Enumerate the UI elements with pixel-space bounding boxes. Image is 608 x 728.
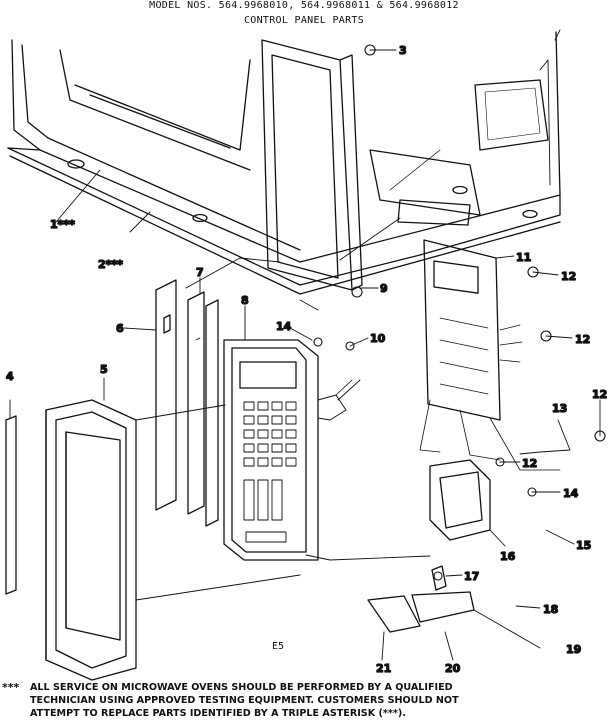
callout-16: 16 [500,550,516,563]
part-17-20-21-latch [367,565,475,633]
callout-19: 19 [566,643,581,656]
callout-4: 4 [6,370,14,383]
section-title: CONTROL PANEL PARTS [243,15,365,26]
callout-5: 5 [100,363,108,376]
model-numbers-heading: MODEL NOS. 564.9968010, 564.9968011 & 56… [149,0,459,11]
callout-12-d: 12 [522,457,537,470]
callout-15: 15 [576,539,591,552]
callout-12-c: 12 [592,388,607,401]
warning-line-3: ATTEMPT TO REPLACE PARTS IDENTIFIED BY A… [30,708,406,719]
callout-6: 6 [116,322,124,335]
callout-10: 10 [370,332,386,345]
part-5-door-frame [45,399,137,681]
part-16-bracket [429,459,491,541]
callout-14-a: 14 [276,320,292,333]
callout-17: 17 [464,570,479,583]
oven-cabinet-drawing [7,29,561,295]
screw-fasteners [313,44,606,581]
warning-line-1: ALL SERVICE ON MICROWAVE OVENS SHOULD BE… [30,682,453,693]
callout-21: 21 [376,662,391,675]
part-8-keypad-panel [223,339,353,561]
leader-lines [9,49,601,661]
page-code: E5 [272,641,285,652]
warning-line-2: TECHNICIAN USING APPROVED TESTING EQUIPM… [30,695,459,706]
callout-14-b: 14 [563,487,579,500]
service-warning-note: *** ALL SERVICE ON MICROWAVE OVENS SHOUL… [2,681,600,720]
callout-11: 11 [516,251,531,264]
callout-7: 7 [196,266,204,279]
callout-20: 20 [445,662,461,675]
callout-1: 1*** [50,218,75,231]
callout-2: 2*** [98,258,123,271]
triple-asterisk-mark: *** [2,681,20,694]
callout-18: 18 [543,603,558,616]
part-4-strip [5,415,17,595]
callout-8: 8 [241,294,249,307]
callout-13: 13 [552,402,567,415]
control-panel-frame-drawing [261,39,363,311]
callout-12-a: 12 [561,270,576,283]
part-11-circuit-board [419,239,561,471]
callout-3: 3 [399,44,407,57]
callout-9: 9 [380,282,388,295]
part-6-7-trim-strips [155,279,219,527]
callout-12-b: 12 [575,333,590,346]
